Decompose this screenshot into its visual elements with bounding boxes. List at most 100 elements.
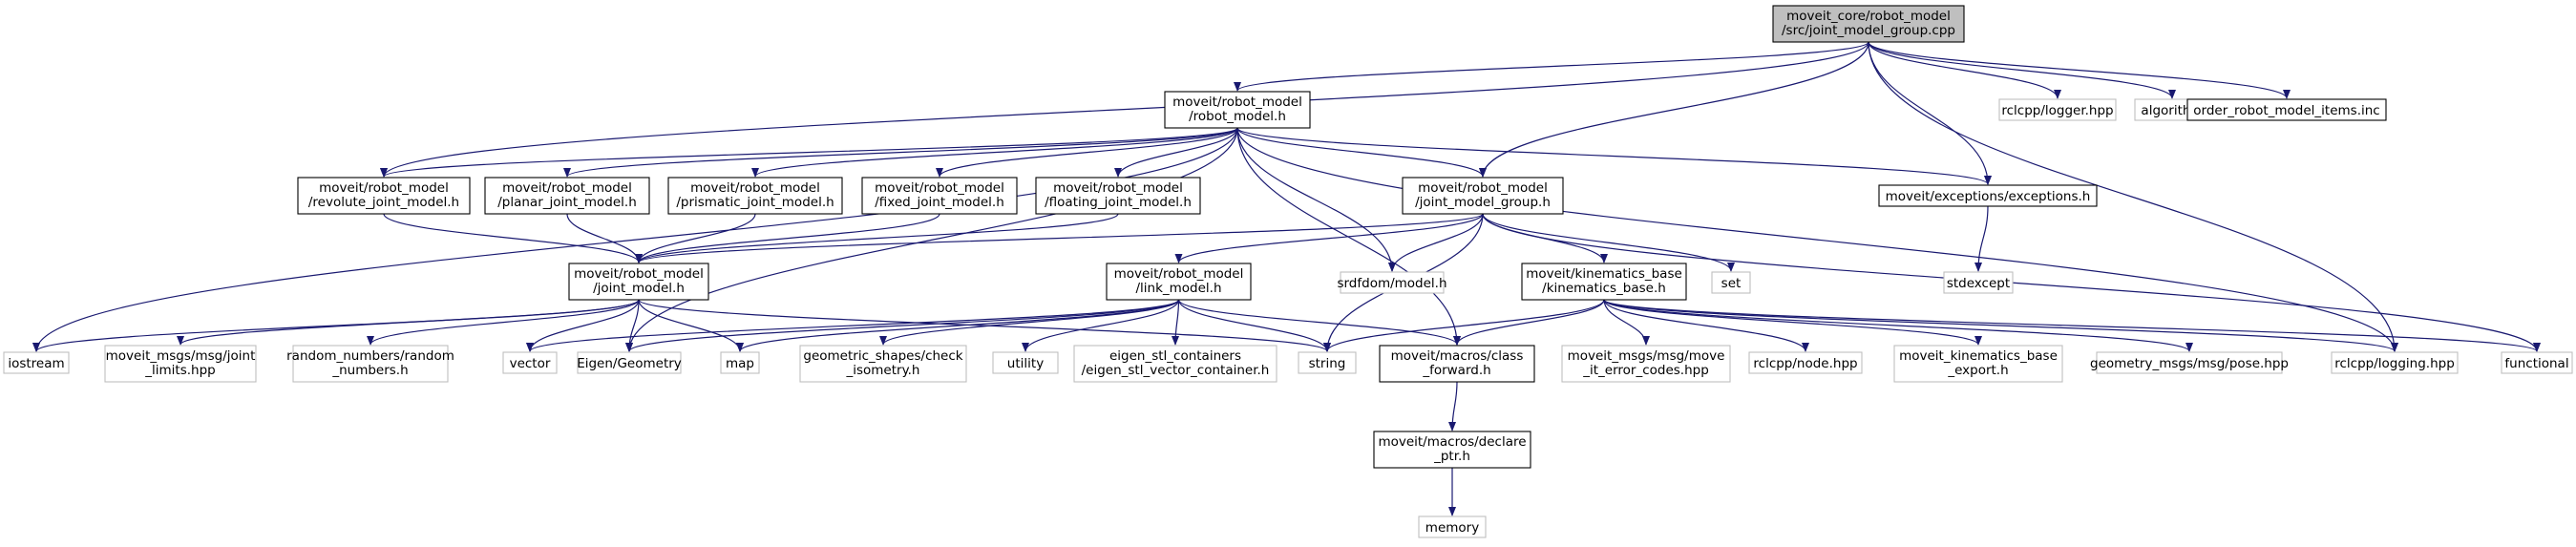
edge-robot_model_h-to-floating <box>1114 127 1238 178</box>
node-fixed[interactable]: moveit/robot_model/fixed_joint_model.h <box>861 177 1018 215</box>
node-revolute[interactable]: moveit/robot_model/revolute_joint_model.… <box>297 177 471 215</box>
edge-kin_base-to-string <box>1323 299 1605 352</box>
node-planar[interactable]: moveit/robot_model/planar_joint_model.h <box>484 177 650 215</box>
node-box <box>1340 271 1445 294</box>
edge-kin_base-to-class_forward <box>1453 299 1605 346</box>
node-move-it-error: moveit_msgs/msg/move_it_error_codes.hpp <box>1561 345 1731 383</box>
edge-root-to-exceptions <box>1868 41 1992 185</box>
edge-exceptions-to-stdexcept <box>1974 205 1989 272</box>
node-label-line: rclcpp/node.hpp <box>1753 356 1857 371</box>
node-box <box>2501 351 2573 374</box>
node-set: set <box>1711 271 1751 294</box>
node-label-line: rclcpp/logging.hpp <box>2334 356 2455 371</box>
node-label-line: _isometry.h <box>845 363 919 378</box>
node-box <box>1711 271 1751 294</box>
edge-link_model_h-to-eigen_geom <box>625 299 1180 352</box>
edge-prismatic-to-joint_model_h <box>635 213 756 263</box>
edge-joint_model_h-to-map <box>638 299 744 352</box>
node-functional: functional <box>2501 351 2573 374</box>
node-box <box>992 351 1059 374</box>
node-label-line: moveit/exceptions/exceptions.h <box>1886 189 2091 204</box>
node-root[interactable]: moveit_core/robot_model/src/joint_model_… <box>1772 5 1965 43</box>
node-label-line: iostream <box>8 356 64 371</box>
node-box <box>1748 351 1863 374</box>
edge-class_forward-to-declare_ptr <box>1448 381 1458 431</box>
edge-root-to-rclcpp_logger <box>1868 41 2061 99</box>
node-label-line: /robot_model.h <box>1189 109 1286 124</box>
edge-kin_base-to-rclcpp_logging <box>1603 299 2398 352</box>
node-label-line: moveit/robot_model <box>1418 180 1548 196</box>
node-kin-base[interactable]: moveit/kinematics_base/kinematics_base.h <box>1521 263 1687 301</box>
node-label-line: moveit/macros/declare <box>1378 434 1526 450</box>
node-floating[interactable]: moveit/robot_model/floating_joint_model.… <box>1035 177 1201 215</box>
node-kin-export: moveit_kinematics_base_export.h <box>1893 345 2063 383</box>
node-label-line: _export.h <box>1947 363 2008 378</box>
node-label-line: geometric_shapes/check <box>803 348 962 364</box>
node-declare-ptr[interactable]: moveit/macros/declare_ptr.h <box>1373 431 1531 469</box>
node-box <box>1521 263 1687 301</box>
edge-link_model_h-to-utility <box>1022 299 1180 352</box>
node-robot-model-h[interactable]: moveit/robot_model/robot_model.h <box>1164 91 1311 129</box>
node-jmg-h[interactable]: moveit/robot_model/joint_model_group.h <box>1402 177 1564 215</box>
node-label-line: _limits.hpp <box>144 363 215 378</box>
edge-link_model_h-to-map <box>736 299 1180 352</box>
node-label-line: /src/joint_model_group.cpp <box>1782 23 1955 38</box>
node-link-model-h[interactable]: moveit/robot_model/link_model.h <box>1106 263 1252 301</box>
edge-link_model_h-to-vector <box>526 299 1180 352</box>
edge-layer <box>32 41 2541 516</box>
node-label-line: functional <box>2504 356 2568 371</box>
edge-root-to-robot_model_h <box>1234 41 1869 92</box>
node-box <box>1561 345 1731 383</box>
edge-jmg_h-to-srdfdom <box>1388 213 1484 272</box>
edge-root-to-order_items <box>1868 41 2291 99</box>
edge-kin_base-to-functional <box>1603 299 2541 352</box>
node-utility: utility <box>992 351 1059 374</box>
node-label-line: moveit/robot_model <box>1053 180 1183 196</box>
node-box <box>292 345 449 383</box>
node-label-line: rclcpp/logger.hpp <box>2001 103 2113 118</box>
node-box <box>1878 184 2098 207</box>
node-label-line: moveit/robot_model <box>574 266 704 282</box>
node-label-line: _ptr.h <box>1433 449 1470 464</box>
node-box <box>1298 351 1357 374</box>
node-label-line: moveit_kinematics_base <box>1899 348 2058 364</box>
node-exceptions[interactable]: moveit/exceptions/exceptions.h <box>1878 184 2098 207</box>
node-class-forward[interactable]: moveit/macros/class_forward.h <box>1379 345 1535 383</box>
edge-robot_model_h-to-exceptions <box>1236 127 1992 185</box>
edge-robot_model_h-to-rclcpp_logging <box>1236 127 2398 352</box>
node-label-line: utility <box>1007 356 1044 371</box>
node-box <box>1998 98 2117 121</box>
node-prismatic[interactable]: moveit/robot_model/prismatic_joint_model… <box>667 177 843 215</box>
node-label-line: moveit/robot_model <box>875 180 1004 196</box>
edge-joint_model_h-to-iostream <box>32 299 640 352</box>
edge-kin_base-to-pose <box>1603 299 2193 352</box>
node-label-line: vector <box>510 356 551 371</box>
node-box <box>1943 271 2014 294</box>
node-joint-model-h[interactable]: moveit/robot_model/joint_model.h <box>568 263 709 301</box>
node-label-line: moveit/robot_model <box>1172 95 1302 110</box>
edge-root-to-revolute <box>380 41 1869 178</box>
node-box <box>3 351 70 374</box>
node-box <box>1106 263 1252 301</box>
node-label-line: moveit_msgs/msg/joint <box>106 348 256 364</box>
edge-kin_base-to-kin_export <box>1603 299 1982 346</box>
edge-robot_model_h-to-eigen_geom <box>625 127 1238 352</box>
node-label-line: moveit/robot_model <box>1114 266 1244 282</box>
node-box <box>1402 177 1564 215</box>
node-random-numbers: random_numbers/random_numbers.h <box>286 345 454 383</box>
node-geom-shapes: geometric_shapes/check_isometry.h <box>799 345 967 383</box>
node-label-line: /joint_model_group.h <box>1415 195 1551 210</box>
node-stdexcept: stdexcept <box>1943 271 2014 294</box>
node-label-line: /link_model.h <box>1135 281 1221 296</box>
node-vector: vector <box>502 351 558 374</box>
node-box <box>2186 98 2387 121</box>
node-order-items[interactable]: order_robot_model_items.inc <box>2186 98 2387 121</box>
node-label-line: _forward.h <box>1422 363 1490 378</box>
edge-root-to-algorithm <box>1868 41 2176 99</box>
edge-robot_model_h-to-jmg_h <box>1236 127 1487 178</box>
node-box <box>1418 515 1487 538</box>
node-box <box>667 177 843 215</box>
node-box <box>297 177 471 215</box>
